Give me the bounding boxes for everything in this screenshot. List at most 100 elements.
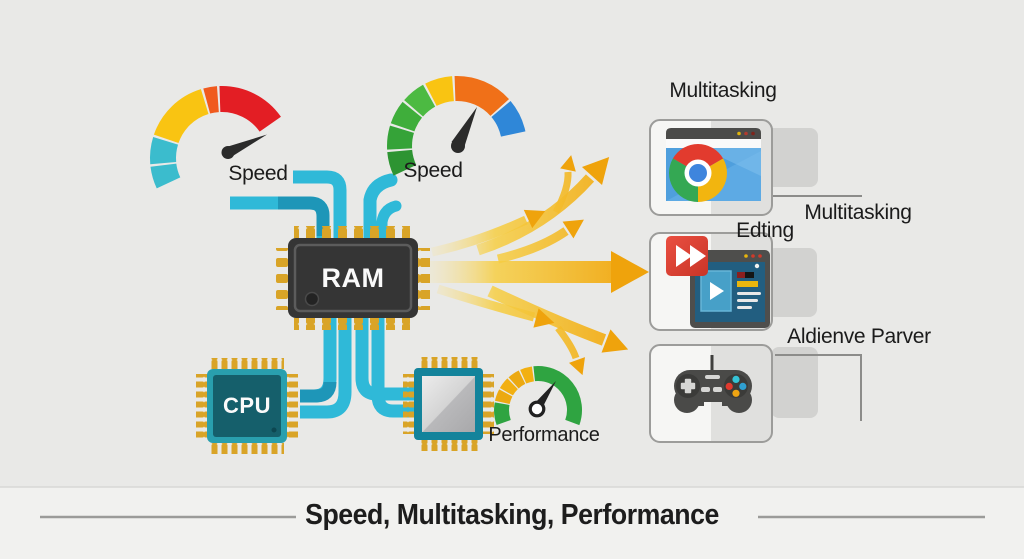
- cpu-core: [213, 375, 281, 437]
- window-dot: [744, 131, 748, 136]
- window-dot: [751, 131, 755, 136]
- gauge-hub: [528, 400, 546, 418]
- tube-to-gpu-lower: [371, 316, 416, 418]
- window-dot: [737, 131, 741, 136]
- arrow-head: [533, 308, 555, 328]
- tube-shadow-2: [300, 381, 337, 403]
- browser-titlebar: [666, 128, 761, 139]
- ram-pins-bottom: [294, 318, 410, 330]
- window-dot: [744, 254, 748, 258]
- gaming-card: [649, 344, 773, 443]
- button-top: [732, 375, 740, 383]
- tube-top-right-upper: [363, 173, 398, 247]
- gauge-segment: [387, 125, 415, 150]
- gauge-segment: [150, 136, 179, 165]
- window-dot: [758, 254, 762, 258]
- ram-pins-left: [276, 248, 288, 310]
- speed-gauge-top: [387, 76, 526, 176]
- gpu-pins-left: [403, 374, 414, 434]
- arrow-shaft: [555, 325, 580, 360]
- multitasking-right-label: Multitasking: [804, 201, 912, 224]
- gauge-segment: [387, 149, 417, 176]
- cpu-pins-left: [196, 374, 207, 438]
- browser-addressbar: [666, 139, 761, 148]
- tube-top-right-lower: [376, 200, 402, 246]
- arrow-head: [523, 209, 546, 229]
- ram-chip: [276, 226, 430, 330]
- arrow-head: [611, 251, 649, 293]
- ram-chip-label: RAM: [321, 262, 385, 293]
- button-right: [739, 382, 747, 390]
- gauge-segment: [153, 89, 210, 144]
- arrow-head: [562, 219, 584, 239]
- arrow-shaft: [487, 285, 607, 346]
- dpad-cross: [684, 378, 692, 394]
- gamepad-dash: [701, 387, 710, 392]
- connector-lines: [772, 195, 862, 421]
- cpu-dot: [271, 427, 277, 433]
- connector-line-bottom: [775, 354, 862, 421]
- arrow-head: [569, 357, 585, 376]
- editor-dot: [754, 263, 760, 269]
- browser-card: [649, 119, 773, 216]
- gauge-segment: [219, 85, 281, 133]
- gauge-segment: [404, 84, 436, 117]
- gauge-segment: [425, 76, 455, 107]
- timeline-line: [737, 299, 758, 302]
- button-left: [725, 382, 733, 390]
- cpu-chip-label: CPU: [223, 393, 271, 418]
- arrow-head: [601, 329, 629, 353]
- gpu-die: [422, 376, 475, 432]
- gauge-segment: [150, 163, 181, 189]
- gauge-segment: [491, 100, 526, 138]
- arrow-head: [581, 156, 610, 186]
- timeline-bar: [737, 272, 754, 278]
- gauge-segment: [533, 366, 582, 426]
- gauge-segment: [520, 366, 535, 384]
- cpu-chip: [196, 358, 298, 454]
- gauge-hub: [221, 146, 235, 159]
- gauge-segment: [390, 101, 423, 132]
- gauge-needle: [451, 107, 477, 150]
- gauge-segment: [508, 370, 526, 389]
- tube-to-cpu-lower: [300, 316, 352, 419]
- gpu-chip: [403, 357, 494, 451]
- cpu-pins-top: [210, 358, 284, 369]
- gauge-segment: [203, 86, 220, 114]
- video-editor-window: [690, 250, 770, 328]
- gaming-label: Aldienve Parver: [787, 325, 931, 348]
- card-shadow: [771, 347, 818, 418]
- arrow-head: [560, 155, 576, 172]
- gamepad-icon: [674, 355, 752, 413]
- card-shadows: [762, 128, 818, 418]
- gamepad-dash: [705, 375, 720, 379]
- editing-card: [649, 232, 773, 331]
- button-bottom: [732, 389, 740, 397]
- timeline-bar: [737, 272, 745, 278]
- tube-shadow-1: [278, 196, 330, 236]
- chrome-icon: [669, 144, 727, 202]
- play-icon: [710, 282, 724, 300]
- gauge-hub: [451, 139, 465, 153]
- arrow-shaft: [431, 215, 528, 257]
- speed-top-label: Speed: [403, 159, 463, 182]
- multitasking-top-label: Multitasking: [669, 79, 777, 102]
- tube-top-left-upper: [293, 170, 347, 240]
- buttons-circle: [724, 374, 748, 398]
- cpu-pins-bottom: [210, 443, 284, 454]
- window-dot: [751, 254, 755, 258]
- arrow-shaft: [436, 284, 536, 322]
- timeline-bar: [737, 281, 758, 287]
- circuit-tubes: [230, 170, 416, 419]
- footer-strip: [0, 486, 1024, 559]
- speed-gauge-left: [150, 85, 281, 189]
- ram-dot: [304, 291, 320, 307]
- editing-label: Edting: [736, 219, 794, 242]
- card-shadow: [767, 248, 817, 317]
- gpu-pins-bottom: [420, 440, 478, 451]
- timeline-line: [737, 306, 752, 309]
- card-shadow: [762, 128, 818, 187]
- performance-label: Performance: [488, 424, 600, 446]
